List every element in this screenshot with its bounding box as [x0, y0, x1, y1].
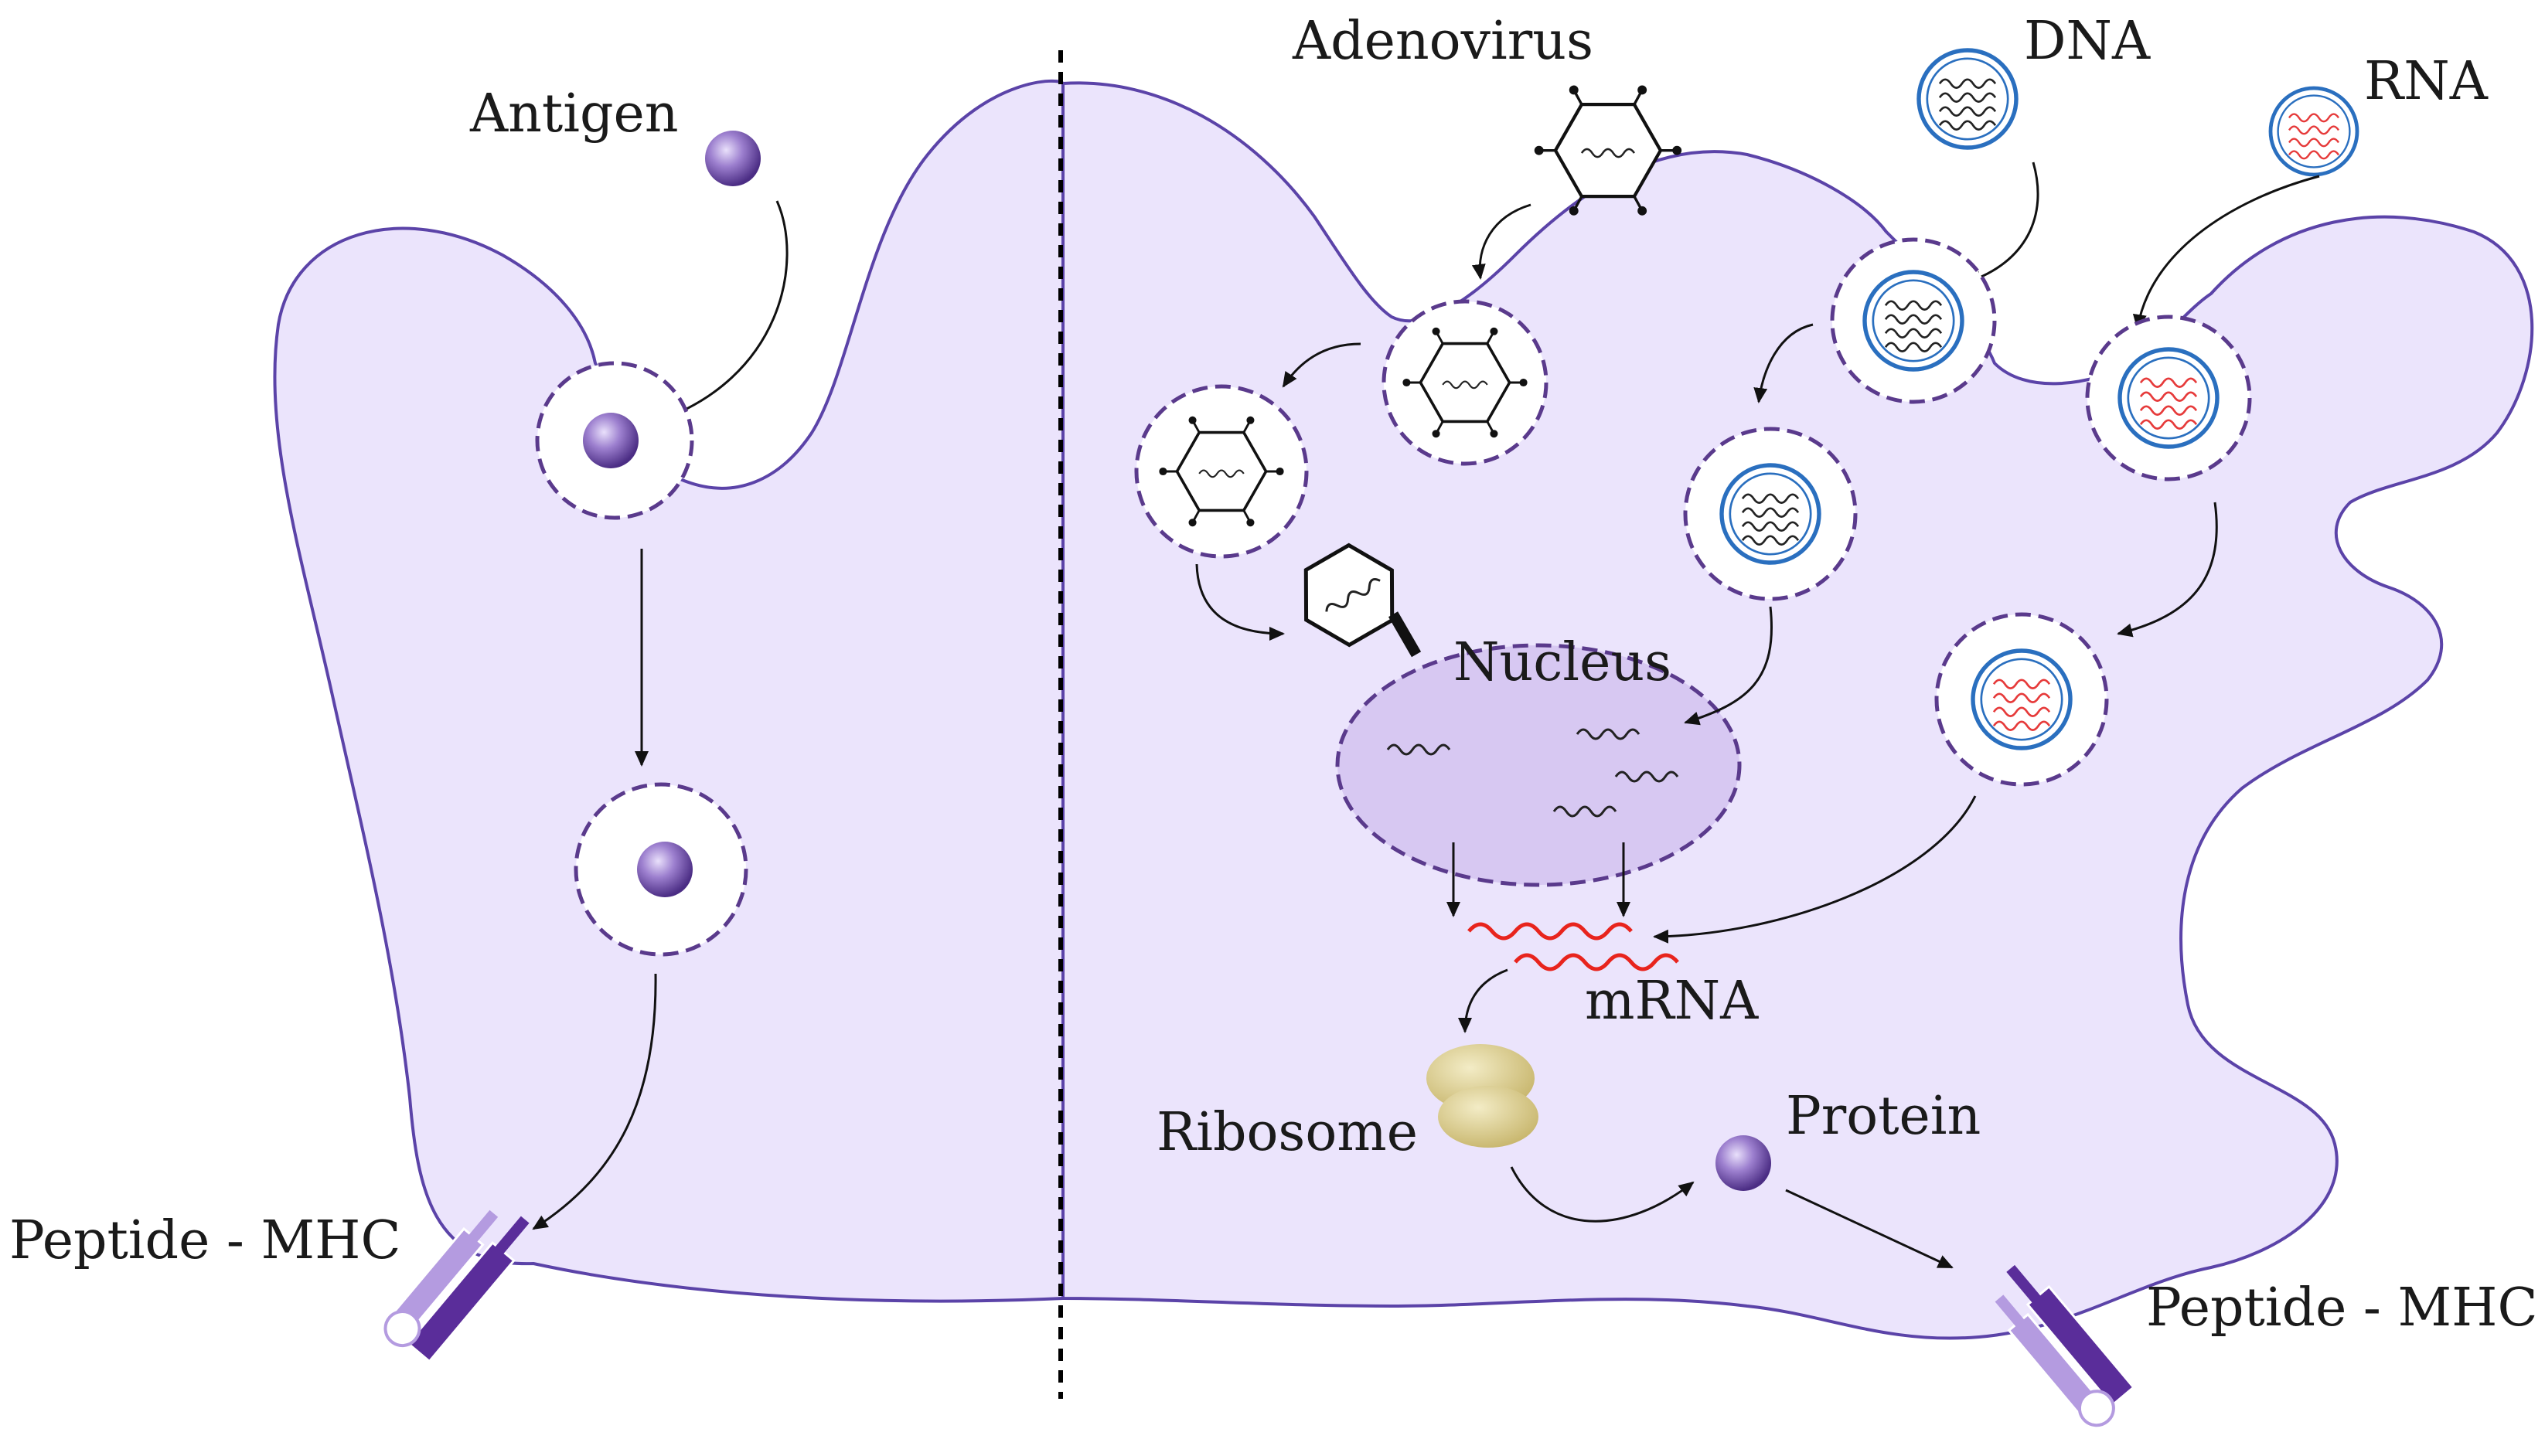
- processed-antigen: [637, 842, 693, 897]
- left-cell-membrane: [273, 79, 1065, 1303]
- peptide-mhc-right-label: Peptide - MHC: [2146, 1277, 2537, 1339]
- dna-capsule-entry: [1865, 272, 1962, 369]
- mrna-label: mRNA: [1585, 971, 1759, 1032]
- arrow-dna-in: [1966, 162, 2039, 284]
- antigen-in-endosome: [583, 413, 639, 468]
- arrow-protein-to-mhc: [1785, 1189, 1954, 1269]
- rna-capsule-entry: [2120, 349, 2217, 447]
- dna-capsule-endosome: [1722, 465, 1819, 563]
- nucleus-label: Nucleus: [1453, 632, 1671, 693]
- dna-label: DNA: [2024, 11, 2151, 72]
- arrow-adenovirus-endosome: [1282, 342, 1361, 388]
- dna-vaccine-particle: [1919, 50, 2016, 148]
- arrow-mrna-to-ribosome: [1458, 968, 1508, 1033]
- ribosome-icon: [1426, 1044, 1538, 1148]
- rna-label: RNA: [2364, 51, 2489, 112]
- arrow-rna-to-mrna: [1653, 795, 1977, 944]
- arrow-rna-endosome: [2117, 502, 2218, 638]
- arrow-adenovirus-to-nucleus: [1195, 563, 1285, 641]
- antigen-particle: [705, 131, 761, 186]
- adenovirus-docking-icon: [1303, 543, 1422, 658]
- nucleus: [1335, 643, 1742, 887]
- arrow-antigen-to-endosome: [656, 200, 789, 424]
- protein-label: Protein: [1786, 1086, 1981, 1147]
- rna-vaccine-particle: [2271, 88, 2357, 175]
- arrow-adenovirus-in: [1471, 203, 1531, 280]
- arrow-rna-in: [2132, 175, 2320, 330]
- mrna-strands: [1467, 922, 1679, 971]
- rna-capsule-endosome: [1973, 651, 2070, 748]
- ribosome-label: Ribosome: [1157, 1102, 1418, 1163]
- peptide-mhc-left-label: Peptide - MHC: [9, 1210, 400, 1271]
- adenovirus-label: Adenovirus: [1292, 11, 1593, 72]
- arrow-to-mhc-left: [532, 973, 657, 1230]
- arrow-dna-to-nucleus: [1684, 606, 1773, 726]
- arrow-ribosome-to-protein: [1510, 1166, 1695, 1223]
- protein-particle: [1715, 1135, 1771, 1191]
- antigen-label: Antigen: [469, 83, 679, 145]
- arrow-dna-endosome: [1753, 323, 1814, 403]
